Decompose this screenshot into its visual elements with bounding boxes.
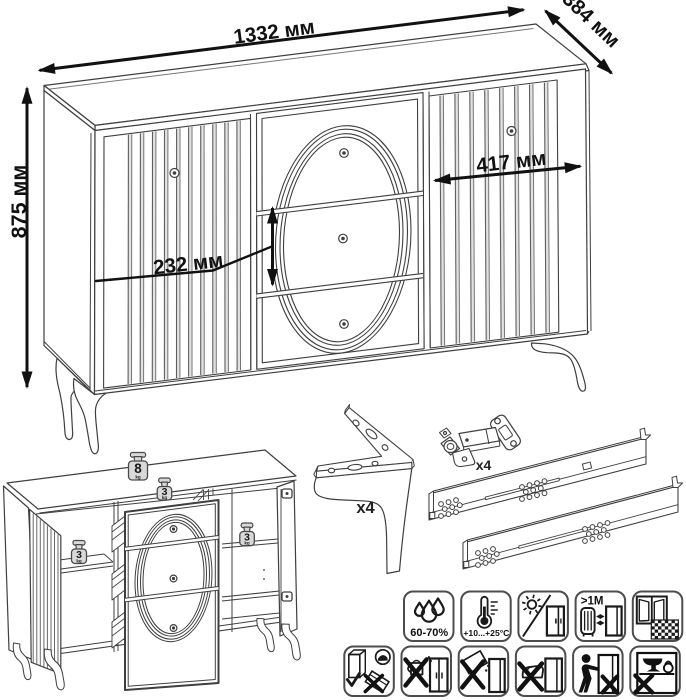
svg-text:1332 мм: 1332 мм	[232, 15, 316, 48]
svg-text:kg: kg	[135, 475, 141, 480]
svg-text:+10...+25°C: +10...+25°C	[463, 628, 509, 638]
svg-text:60-70%: 60-70%	[410, 627, 448, 639]
svg-text:>1M: >1M	[581, 596, 604, 608]
svg-text:x4: x4	[476, 457, 492, 473]
svg-text:3: 3	[244, 531, 250, 543]
svg-text:kg: kg	[162, 495, 168, 500]
svg-text:384 мм: 384 мм	[558, 0, 625, 52]
svg-text:875 мм: 875 мм	[7, 165, 31, 239]
svg-text:3: 3	[162, 486, 168, 498]
svg-text:8: 8	[134, 461, 142, 476]
svg-text:3: 3	[76, 549, 82, 561]
svg-text:kg: kg	[244, 541, 250, 546]
svg-text:x4: x4	[356, 499, 375, 517]
svg-text:kg: kg	[76, 559, 82, 564]
